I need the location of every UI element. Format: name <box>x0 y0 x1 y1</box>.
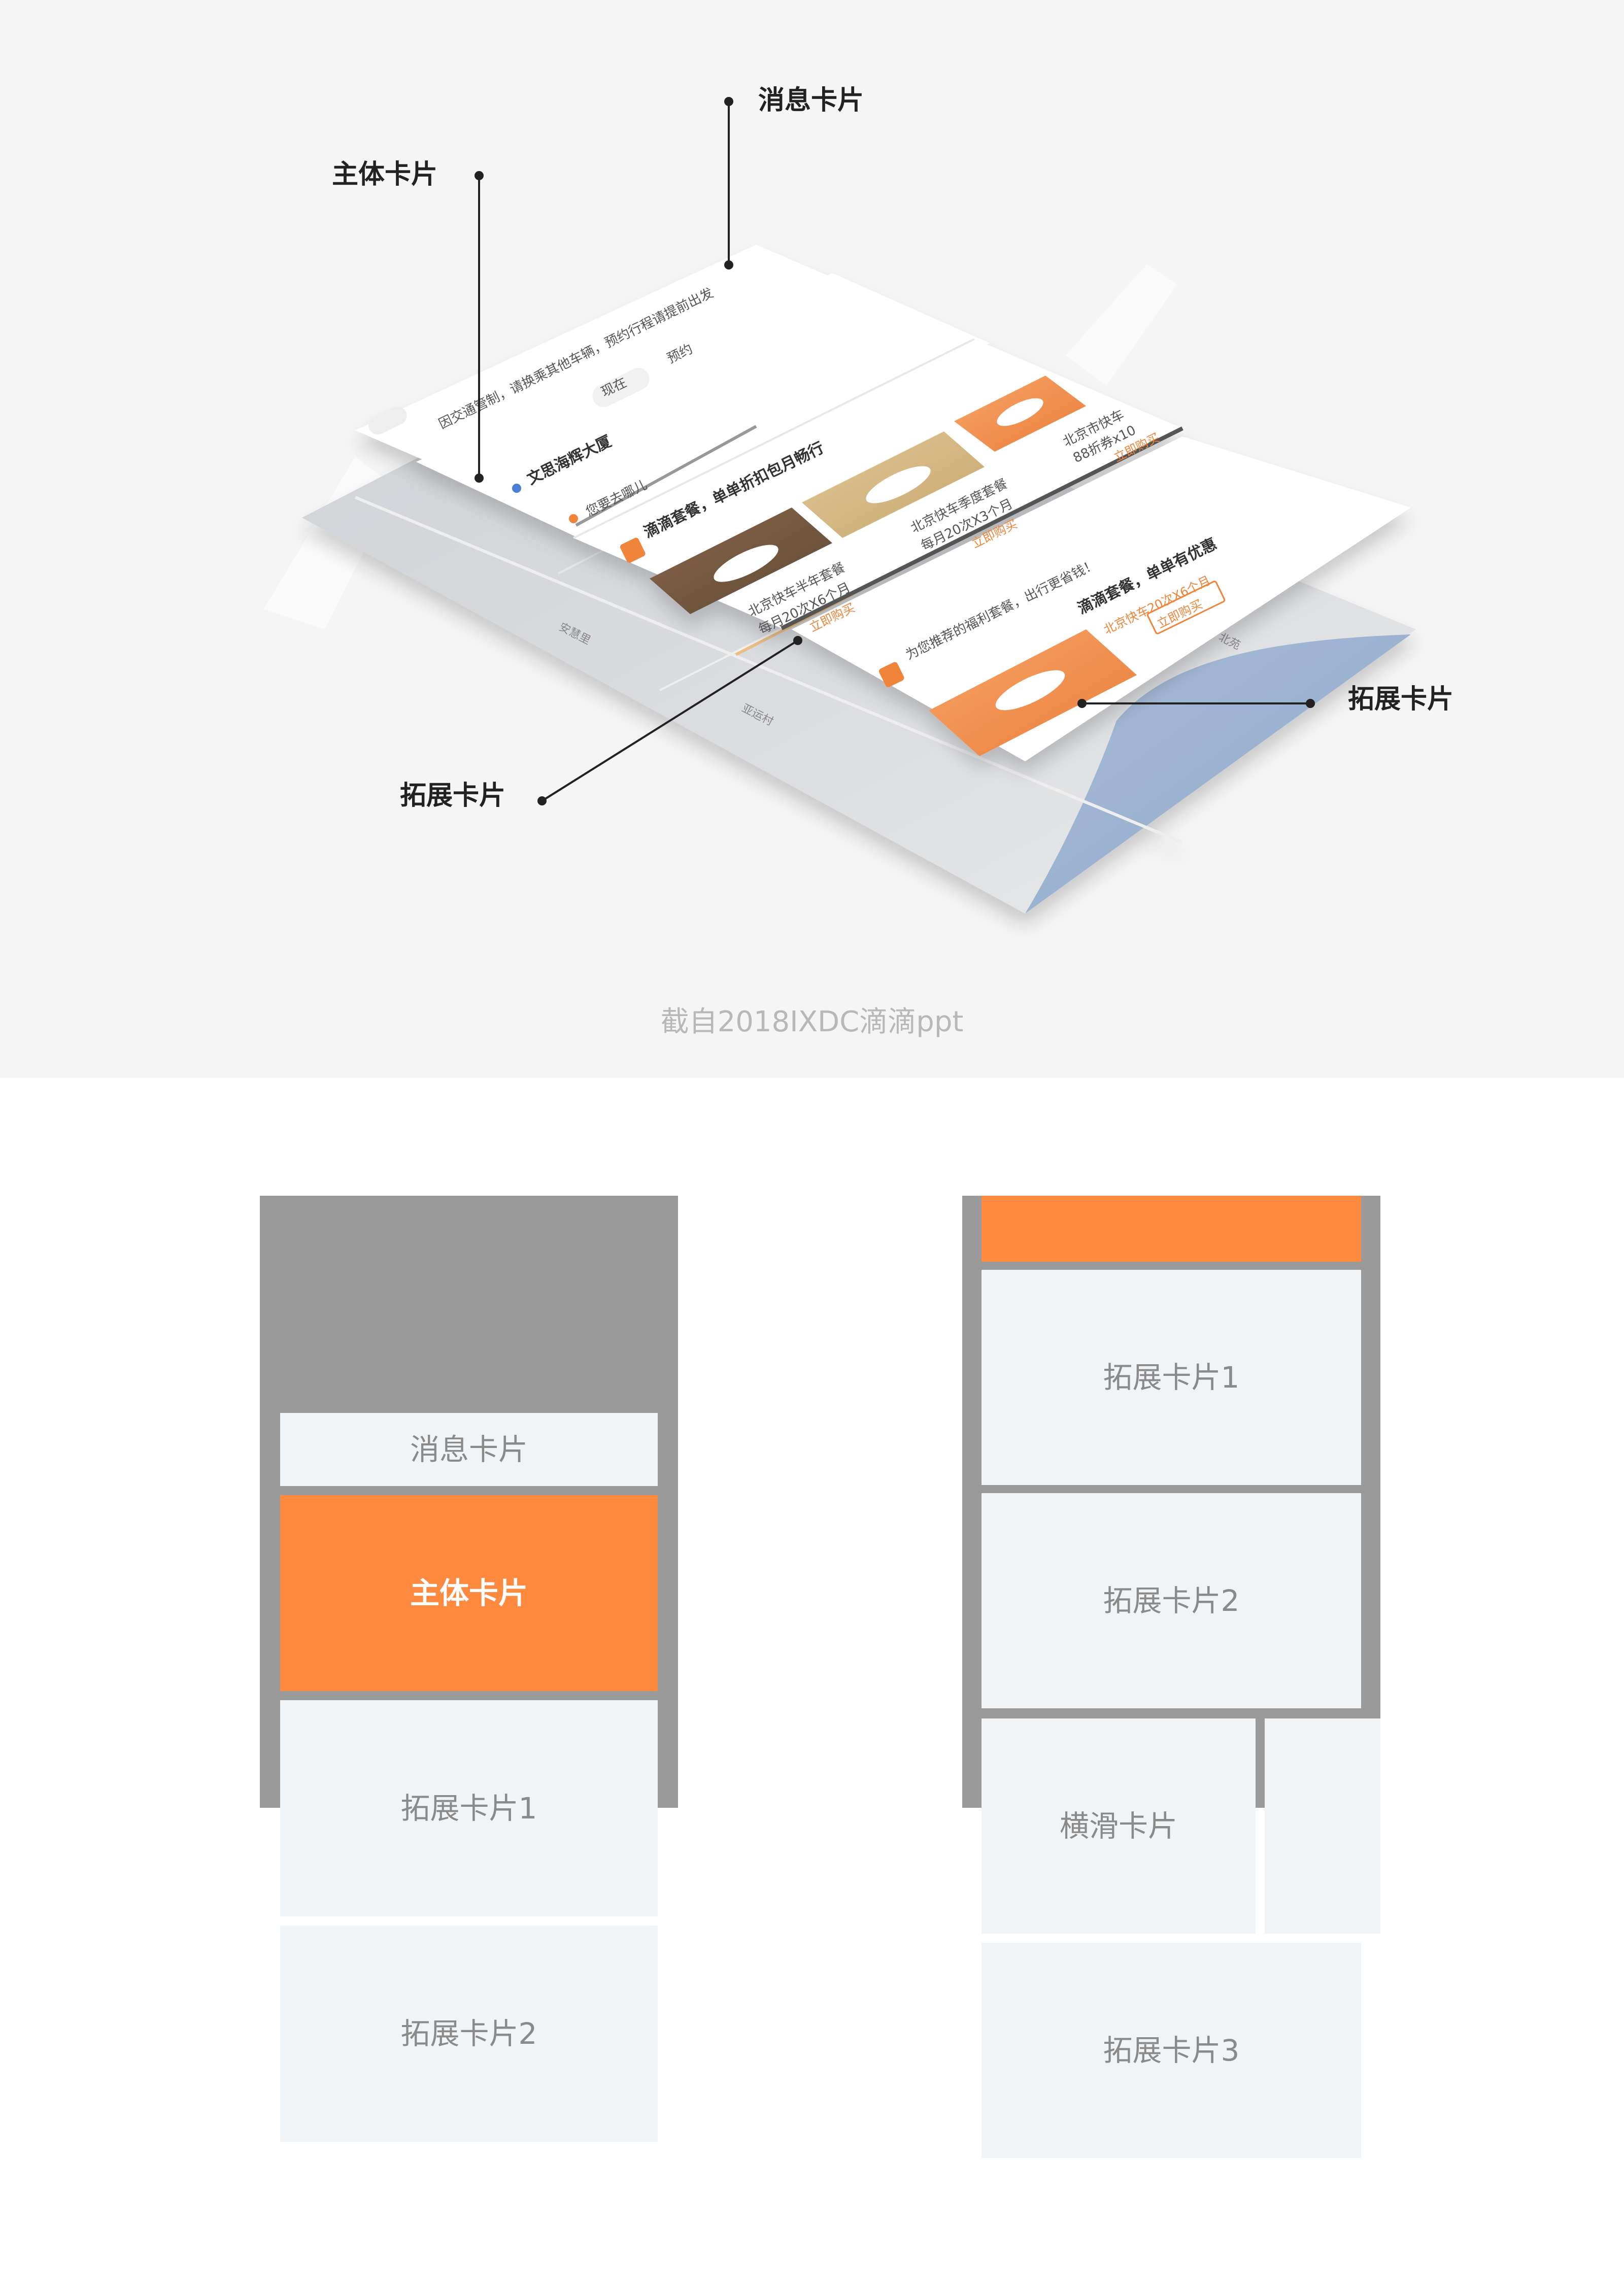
left-extension-card-1-label: 拓展卡片1 <box>400 1791 537 1826</box>
right-extension-card-2: 拓展卡片2 <box>982 1493 1361 1708</box>
isometric-card-stack: 安慧里 亚运村 北苑 因交通管制，请换乘其他车辆，预约行程请提前出发 现在 预约 <box>264 97 1416 914</box>
right-extension-card-3: 拓展卡片3 <box>982 1943 1361 2158</box>
callout-lines <box>475 97 1315 805</box>
left-extension-card-2: 拓展卡片2 <box>280 1926 658 2142</box>
left-main-card: 主体卡片 <box>280 1495 658 1691</box>
message-card-callout: 消息卡片 <box>758 85 864 116</box>
right-extension-card-3-label: 拓展卡片3 <box>1103 2033 1240 2068</box>
extension-card-right-callout: 拓展卡片 <box>1348 684 1454 715</box>
main-card-surface <box>416 273 990 538</box>
left-message-card-label: 消息卡片 <box>410 1432 528 1467</box>
right-horizontal-scroll-card[interactable]: 横滑卡片 <box>982 1718 1256 1934</box>
right-horizontal-scroll-card-label: 横滑卡片 <box>1059 1809 1177 1843</box>
extension-card-2-surface <box>792 436 1411 761</box>
source-caption: 截自2018IXDC滴滴ppt <box>660 1005 964 1038</box>
left-message-card: 消息卡片 <box>280 1413 658 1486</box>
right-extension-card-1: 拓展卡片1 <box>982 1270 1361 1485</box>
right-horizontal-scroll-card-next[interactable] <box>1265 1718 1380 1934</box>
extension-card-left-callout: 拓展卡片 <box>400 781 506 811</box>
right-extension-card-2-label: 拓展卡片2 <box>1103 1583 1240 1618</box>
right-main-card-peek <box>982 1196 1361 1262</box>
right-extension-card-1-label: 拓展卡片1 <box>1103 1360 1240 1395</box>
left-main-card-label: 主体卡片 <box>410 1576 528 1610</box>
layered-card-illustration: 安慧里 亚运村 北苑 因交通管制，请换乘其他车辆，预约行程请提前出发 现在 预约 <box>0 0 1624 1078</box>
left-extension-card-2-label: 拓展卡片2 <box>400 2016 537 2051</box>
main-card-callout: 主体卡片 <box>332 159 438 190</box>
left-extension-card-1: 拓展卡片1 <box>280 1700 658 1916</box>
